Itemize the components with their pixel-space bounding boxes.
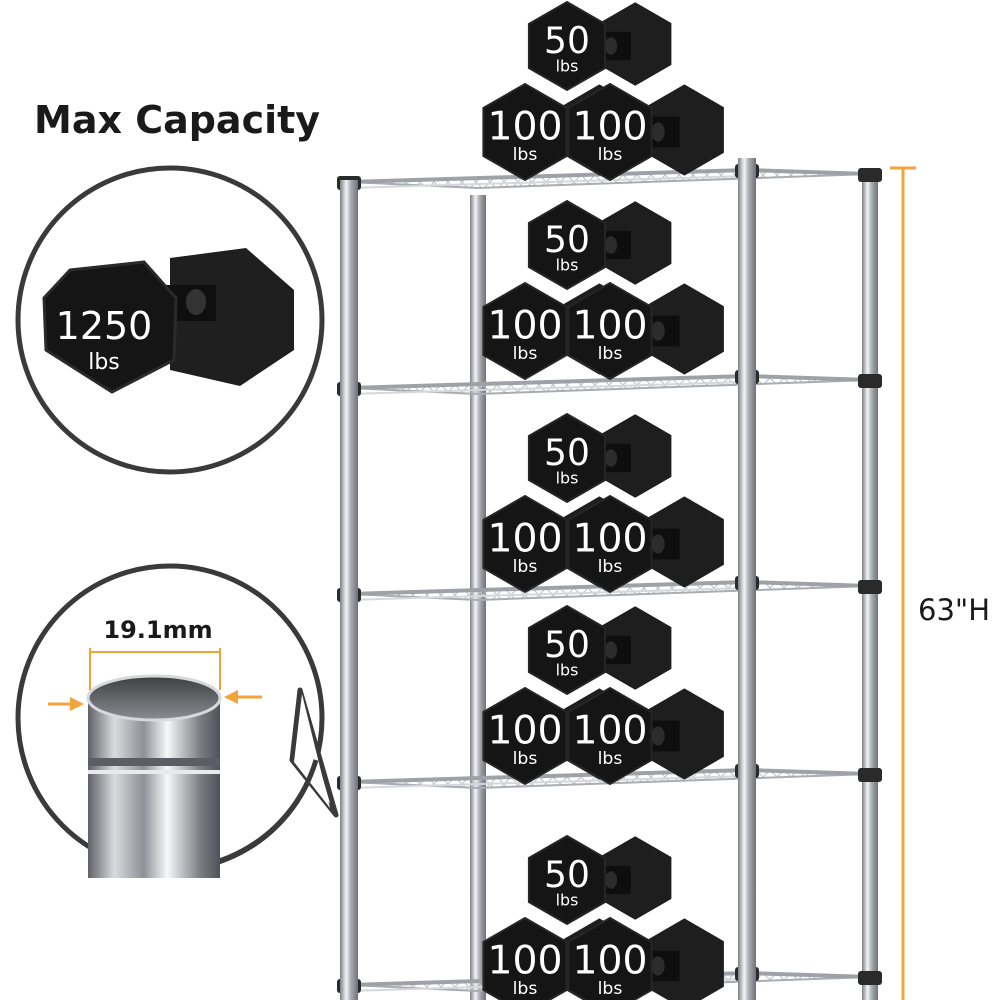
weight-unit: lbs [556, 661, 579, 680]
weight-unit: lbs [513, 749, 538, 769]
weight-unit: lbs [513, 344, 538, 364]
height-label: 63"H [918, 593, 990, 627]
diameter-arrow-right-icon [224, 690, 262, 704]
weight-unit: lbs [513, 557, 538, 577]
weight-value: 100 [487, 303, 562, 349]
weight-value: 100 [487, 516, 562, 562]
tube-diameter-label: 19.1mm [103, 616, 212, 644]
front-left-post [340, 180, 358, 1000]
weight-unit: lbs [598, 145, 623, 165]
weight-unit: lbs [598, 979, 623, 999]
post-sleeve [858, 168, 882, 182]
weight-value: 100 [487, 708, 562, 754]
front-right-post [738, 158, 756, 1000]
weight-unit: lbs [556, 891, 579, 910]
wire-shelving-unit [337, 158, 882, 1000]
tube-diameter-callout: 19.1mm [15, 563, 339, 878]
diameter-arrow-left-icon [48, 697, 84, 711]
post-sleeve [858, 971, 882, 985]
height-dimension: 63"H [890, 166, 990, 1000]
weight-unit: lbs [556, 256, 579, 275]
weight-unit: lbs [598, 749, 623, 769]
post-sleeve [858, 374, 882, 388]
weight-unit: lbs [598, 344, 623, 364]
capacity-unit: lbs [88, 350, 120, 375]
weight-value: 100 [487, 938, 562, 984]
capacity-callout: 1250 lbs [15, 165, 325, 475]
weight-value: 50 [544, 20, 590, 62]
weight-unit: lbs [598, 557, 623, 577]
weight-value: 50 [544, 219, 590, 261]
weight-value: 100 [572, 104, 647, 150]
weight-value: 100 [572, 303, 647, 349]
capacity-dumbbell-icon [42, 248, 294, 394]
capacity-value: 1250 [56, 304, 153, 348]
max-capacity-title: Max Capacity [34, 98, 321, 142]
weight-value: 100 [572, 708, 647, 754]
weight-unit: lbs [513, 979, 538, 999]
weight-value: 100 [572, 938, 647, 984]
weight-unit: lbs [513, 145, 538, 165]
chrome-tube-icon [86, 674, 222, 878]
weight-unit: lbs [556, 469, 579, 488]
weight-unit: lbs [556, 57, 579, 76]
weight-value: 50 [544, 854, 590, 896]
weight-value: 50 [544, 624, 590, 666]
post-sleeve [858, 580, 882, 594]
weight-value: 100 [572, 516, 647, 562]
post-sleeve [858, 768, 882, 782]
weight-value: 100 [487, 104, 562, 150]
weight-value: 50 [544, 432, 590, 474]
